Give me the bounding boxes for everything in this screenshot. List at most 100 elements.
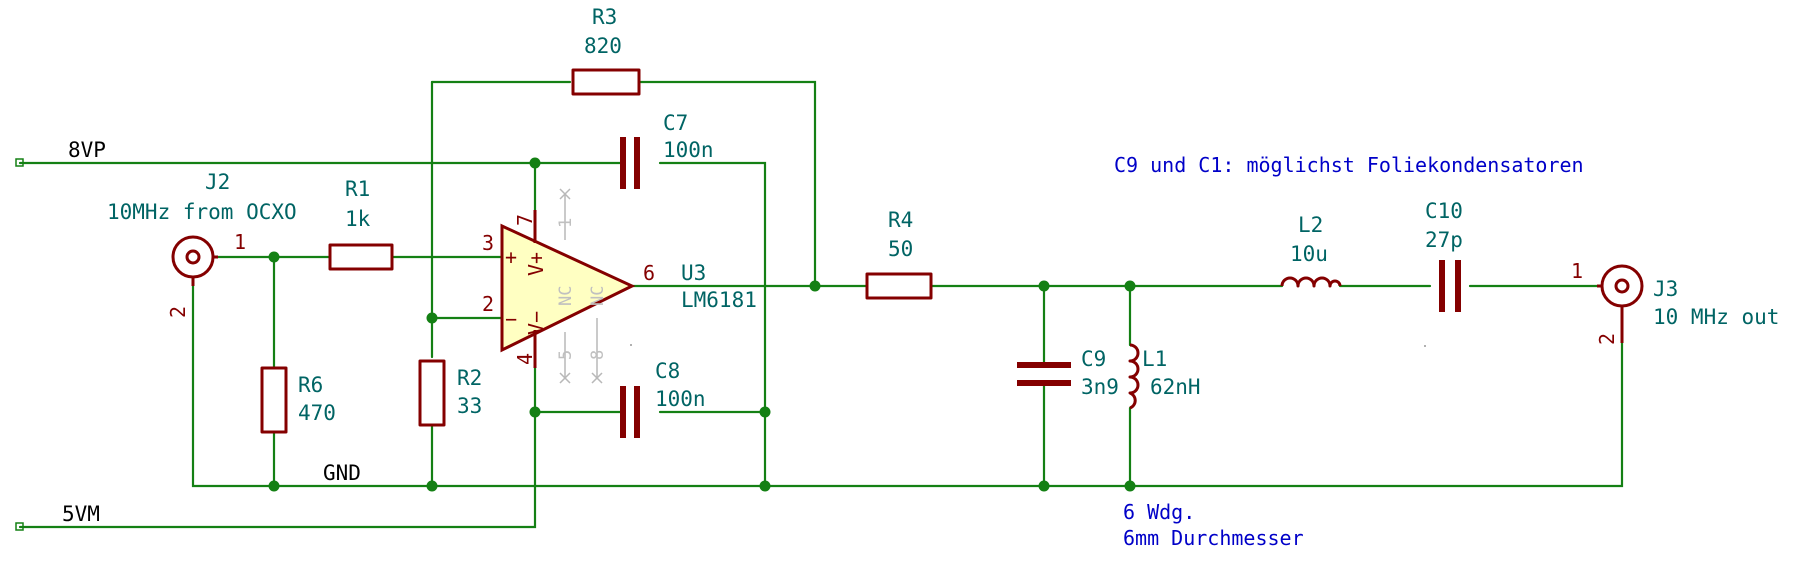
- r1-ref: R1: [345, 177, 370, 201]
- l2-value: 10u: [1290, 242, 1328, 266]
- net-labels: 8VP 5VM GND: [15, 138, 361, 531]
- l1-coil: [1128, 343, 1140, 410]
- c7-value: 100n: [663, 138, 714, 162]
- opamp-triangle: [500, 223, 636, 353]
- opamp-vplus-label: V+: [524, 252, 548, 276]
- junction-dot: [426, 312, 438, 324]
- opamp-vminus-label: V−: [524, 311, 548, 335]
- junction-dot: [1038, 480, 1050, 492]
- connector-j3: 1 2 J3 10 MHz out: [1571, 259, 1779, 345]
- stray-dot: [1424, 345, 1426, 347]
- r6-ref: R6: [298, 373, 323, 397]
- stray-dot: [630, 344, 632, 346]
- resistor-r3: R3 820: [571, 5, 641, 96]
- junction-dot: [1038, 280, 1050, 292]
- wire-5vm: [18, 410, 537, 529]
- net-label-5vm: 5VM: [62, 502, 100, 526]
- j2-ref: J2: [205, 170, 230, 194]
- opamp-pin-vminus: 4: [513, 353, 537, 365]
- opamp-pin-noninverting: 3: [482, 231, 494, 255]
- c7-ref: C7: [663, 111, 688, 135]
- note-coil-diameter: 6mm Durchmesser: [1123, 526, 1304, 550]
- capacitor-c9: C9 3n9: [1017, 347, 1119, 399]
- c9-ref: C9: [1081, 347, 1106, 371]
- r3-ref: R3: [592, 5, 617, 29]
- bnc-outer-ring: [1600, 264, 1644, 308]
- junction-dot: [529, 157, 541, 169]
- r4-body: [865, 272, 933, 300]
- net-flag-5vm: [15, 522, 24, 531]
- r3-body: [571, 68, 641, 96]
- net-label-8vp: 8VP: [68, 138, 106, 162]
- junction-dot: [529, 406, 541, 418]
- r4-value: 50: [888, 237, 913, 261]
- junctions: [268, 157, 1136, 492]
- opamp-u3: + − V+ V− NC NC 1 5 8 3 2 6 7 4 U3 LM618…: [482, 188, 757, 384]
- wire-gnd: [191, 284, 1624, 488]
- junction-dot: [426, 480, 438, 492]
- resistor-r6: R6 470: [260, 366, 336, 434]
- nc-cross-mark: [559, 188, 571, 200]
- r6-value: 470: [298, 401, 336, 425]
- bnc-center-pin: [1614, 278, 1630, 294]
- r1-value: 1k: [345, 207, 371, 231]
- note-coil-windings: 6 Wdg.: [1123, 500, 1195, 524]
- wires: [18, 80, 1624, 529]
- junction-dot: [268, 480, 280, 492]
- r2-value: 33: [457, 394, 482, 418]
- resistor-r2: R2 33: [418, 359, 482, 427]
- opamp-nc-label-a: NC: [556, 286, 576, 306]
- j3-pin2: 2: [1595, 333, 1619, 345]
- inductor-l1: L1 62nH: [1128, 343, 1201, 410]
- connector-j2: J2 10MHz from OCXO 1 2: [107, 170, 297, 318]
- junction-dot: [809, 280, 821, 292]
- junction-dot: [759, 406, 771, 418]
- resistor-r4: R4 50: [865, 208, 933, 300]
- l2-ref: L2: [1298, 213, 1323, 237]
- l1-value: 62nH: [1150, 375, 1201, 399]
- bnc-center-pin: [185, 249, 201, 265]
- nc-cross-mark: [591, 372, 603, 384]
- nc-pin-number: 5: [556, 350, 576, 360]
- nc-cross-mark: [559, 372, 571, 384]
- r3-value: 820: [584, 34, 622, 58]
- c10-value: 27p: [1425, 228, 1463, 252]
- c8-ref: C8: [655, 359, 680, 383]
- capacitor-c10: C10 27p: [1425, 199, 1463, 312]
- opamp-minus-sign: −: [505, 307, 517, 331]
- c8-value: 100n: [655, 387, 706, 411]
- opamp-pin-inverting: 2: [482, 292, 494, 316]
- r2-body: [418, 359, 446, 427]
- capacitor-c7: C7 100n: [620, 111, 714, 189]
- opamp-plus-sign: +: [505, 245, 517, 269]
- opamp-nc-label-b: NC: [588, 286, 608, 306]
- wire-inverting: [430, 80, 504, 488]
- l2-coil: [1280, 276, 1342, 288]
- nc-pin-number: 1: [556, 218, 576, 228]
- wire-8vp: [18, 161, 767, 483]
- c10-ref: C10: [1425, 199, 1463, 223]
- inductor-l2: L2 10u: [1280, 213, 1342, 288]
- bnc-outer-ring: [171, 235, 215, 279]
- capacitor-c8: C8 100n: [620, 359, 706, 438]
- net-flag-8vp: [15, 158, 24, 167]
- r4-ref: R4: [888, 208, 913, 232]
- j2-pin1: 1: [234, 230, 246, 254]
- nc-pin-number: 8: [588, 350, 608, 360]
- u3-ref: U3: [681, 261, 706, 285]
- wire-feedback: [430, 80, 817, 288]
- junction-dot: [759, 480, 771, 492]
- u3-value: LM6181: [681, 288, 757, 312]
- resistor-r1: R1 1k: [328, 177, 394, 271]
- opamp-pin-output: 6: [643, 261, 655, 285]
- net-label-gnd: GND: [323, 461, 361, 485]
- junction-dot: [1124, 280, 1136, 292]
- r1-body: [328, 243, 394, 271]
- note-capacitors: C9 und C1: möglichst Foliekondensatoren: [1114, 153, 1584, 177]
- r6-body: [260, 366, 288, 434]
- c9-value: 3n9: [1081, 375, 1119, 399]
- junction-dot: [1124, 480, 1136, 492]
- j2-value: 10MHz from OCXO: [107, 200, 297, 224]
- opamp-pin-vplus: 7: [513, 214, 537, 226]
